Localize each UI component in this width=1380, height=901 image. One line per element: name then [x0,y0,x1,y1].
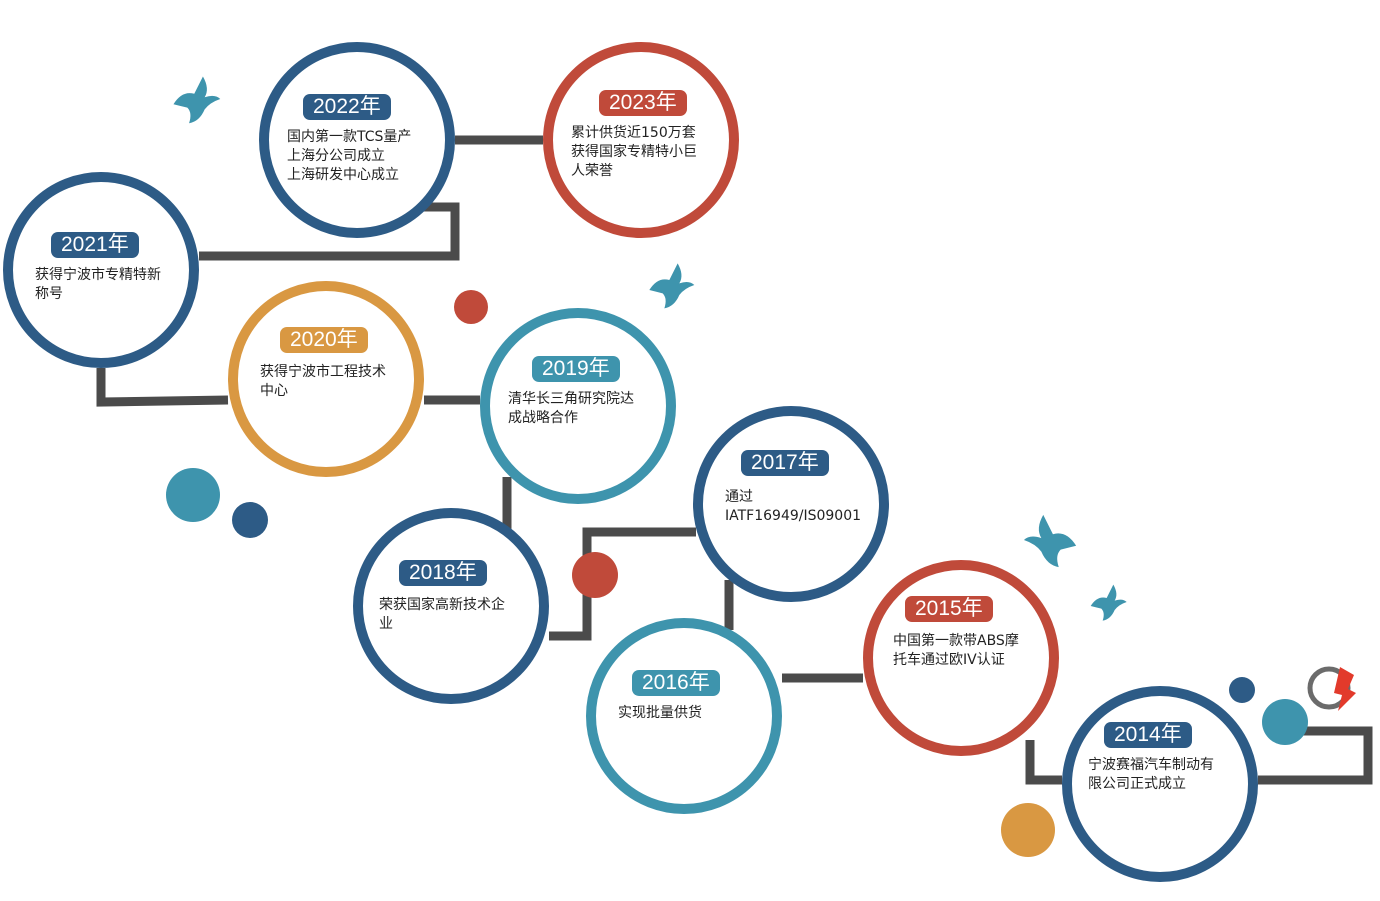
milestone-circle [3,172,199,368]
description-line: 获得国家专精特小巨 [571,144,697,160]
year-badge: 2017年 [741,450,829,476]
milestone-description: 累计供货近150万套获得国家专精特小巨人荣誉 [571,124,697,181]
milestone-circle [228,281,424,477]
year-badge: 2022年 [303,94,391,120]
description-line: 人荣誉 [571,163,613,179]
year-badge: 2016年 [632,670,720,696]
description-line: 获得宁波市工程技术 [260,364,386,380]
year-badge: 2019年 [532,356,620,382]
bird-icon [649,263,695,309]
description-line: 国内第一款TCS量产 [287,129,412,145]
milestone-description: 获得宁波市专精特新称号 [35,266,161,304]
year-badge: 2015年 [905,596,993,622]
connector-line [199,202,460,261]
year-badge: 2018年 [399,560,487,586]
milestone-circle [1062,686,1258,882]
description-line: 通过 [725,489,753,505]
description-line: IATF16949/IS09001 [725,508,862,524]
description-line: 成战略合作 [508,410,578,426]
milestone-circle [693,406,889,602]
description-line: 上海分公司成立 [287,148,385,164]
description-line: 清华长三角研究院达 [508,391,634,407]
description-line: 托车通过欧IV认证 [893,652,1005,668]
connector-line [1025,740,1062,785]
milestone-description: 清华长三角研究院达成战略合作 [508,390,634,428]
decorative-dot [454,290,488,324]
year-badge: 2021年 [51,232,139,258]
milestone-circle [259,42,455,238]
bird-icon [173,76,221,124]
description-line: 获得宁波市专精特新 [35,267,161,283]
milestone-circle [353,508,549,704]
year-badge: 2023年 [599,90,687,116]
milestone-circle [863,560,1059,756]
milestone-description: 中国第一款带ABS摩托车通过欧IV认证 [893,632,1019,670]
description-line: 称号 [35,286,63,302]
description-line: 实现批量供货 [618,705,702,721]
description-line: 中国第一款带ABS摩 [893,633,1019,649]
bird-icon [1090,584,1127,621]
milestone-description: 通过 IATF16949/IS09001 [725,488,861,526]
decorative-dot [1262,699,1308,745]
connector-line [1258,726,1373,785]
milestone-circle [586,618,782,814]
milestone-description: 国内第一款TCS量产上海分公司成立上海研发中心成立 [287,128,411,185]
milestone-circle [543,42,739,238]
decorative-dot [232,502,268,538]
description-line: 宁波赛福汽车制动有 [1088,757,1214,773]
milestone-description: 获得宁波市工程技术中心 [260,363,386,401]
decorative-dot [572,552,618,598]
description-line: 荣获国家高新技术企 [379,597,505,613]
description-line: 业 [379,616,393,632]
milestone-description: 荣获国家高新技术企业 [379,596,505,634]
milestone-circle [480,308,676,504]
description-line: 中心 [260,383,288,399]
decorative-dot [1229,677,1255,703]
description-line: 累计供货近150万套 [571,125,696,141]
decorative-dot [1001,803,1055,857]
year-badge: 2020年 [280,327,368,353]
decorative-dot [166,468,220,522]
description-line: 限公司正式成立 [1088,776,1186,792]
brand-logo-icon [1307,666,1356,711]
description-line: 上海研发中心成立 [287,167,399,183]
milestone-description: 宁波赛福汽车制动有限公司正式成立 [1088,756,1214,794]
connector-line [96,368,229,407]
milestone-description: 实现批量供货 [618,704,702,723]
year-badge: 2014年 [1104,722,1192,748]
bird-icon [1023,514,1077,568]
